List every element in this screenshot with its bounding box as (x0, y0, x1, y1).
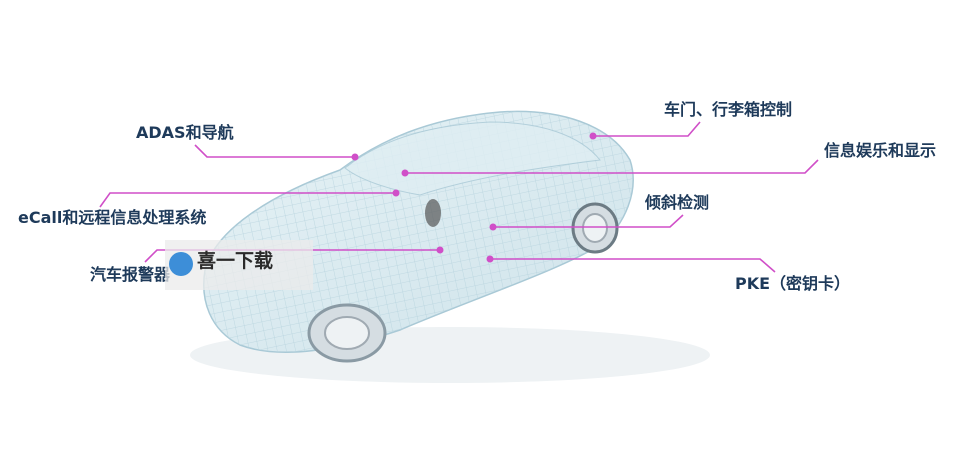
leader-door-trunk (593, 121, 701, 137)
label-pke: PKE（密钥卡） (735, 274, 851, 293)
leader-lines (99, 121, 819, 273)
watermark-text: 喜一下载 (197, 250, 274, 272)
leader-tilt (493, 214, 684, 228)
car-illustration (190, 110, 710, 383)
leader-pke (490, 258, 776, 273)
label-adas: ADAS和导航 (136, 123, 234, 142)
leader-alarm (144, 249, 440, 263)
leader-dots (351, 132, 597, 263)
watermark-logo-icon (169, 252, 193, 276)
label-ecall: eCall和远程信息处理系统 (18, 208, 207, 227)
label-door-trunk: 车门、行李箱控制 (664, 100, 793, 119)
steering-wheel (425, 199, 441, 227)
leader-ecall (99, 192, 396, 208)
label-tilt: 倾斜检测 (645, 193, 710, 212)
leader-adas (194, 144, 355, 158)
label-alarm: 汽车报警器 (90, 265, 171, 284)
label-infotainment: 信息娱乐和显示 (824, 141, 937, 160)
leader-infotainment (405, 159, 819, 174)
